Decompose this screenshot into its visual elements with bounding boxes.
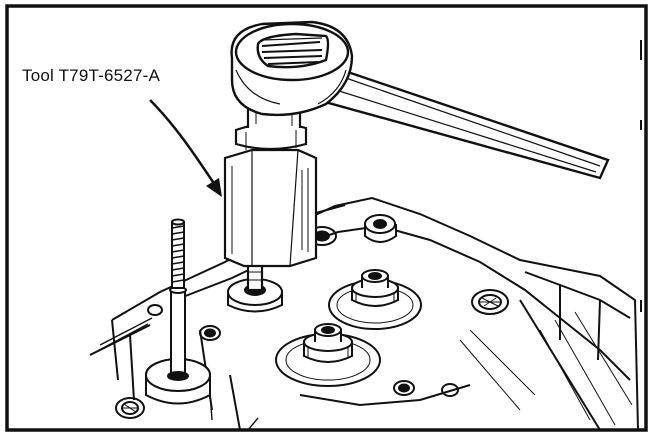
valve-spring-icon (328, 269, 422, 330)
leader-arrow (149, 99, 222, 197)
rocker-boss-icon (364, 214, 397, 243)
socket-tool-icon (223, 98, 318, 292)
tool-callout-label: Tool T79T-6527-A (22, 66, 160, 85)
reference-lines (91, 317, 259, 431)
figure-border (5, 4, 648, 432)
ratchet-wrench-icon (230, 20, 610, 180)
rocker-stud-icon (145, 218, 211, 405)
bolt-hole-icon (115, 226, 509, 419)
valve-spring-icon (275, 323, 381, 387)
